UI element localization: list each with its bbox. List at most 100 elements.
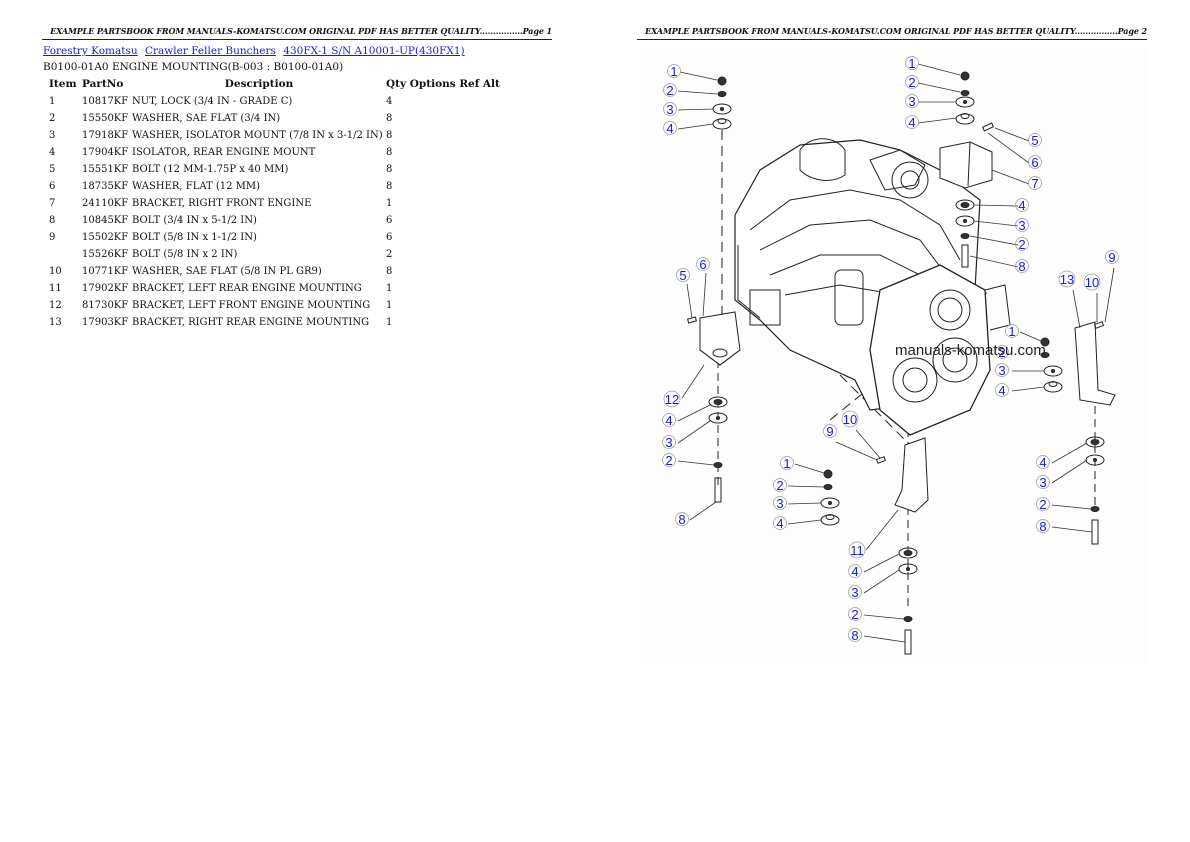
callout-circle-icon	[773, 478, 787, 492]
callout-circle-icon	[663, 121, 677, 135]
callout-circle-icon	[1028, 176, 1042, 190]
callout-circle-icon	[773, 516, 787, 530]
callout-label: 3	[998, 363, 1005, 378]
partno-cell: 18735KF	[82, 181, 129, 192]
partno-cell: 81730KF	[82, 300, 129, 311]
callout-number: 4	[1015, 198, 1029, 213]
callout-number: 8	[675, 512, 689, 527]
callout-number: 12	[663, 390, 681, 408]
callout-label: 4	[1018, 198, 1025, 213]
callout-number: 1	[667, 64, 681, 79]
description-cell: WASHER, ISOLATOR MOUNT (7/8 IN x 3-1/2 I…	[132, 130, 383, 141]
callout-circle-icon	[848, 541, 866, 559]
callout-circle-icon	[848, 564, 862, 578]
callout-number: 5	[676, 268, 690, 283]
callout-label: 2	[1039, 497, 1046, 512]
callout-label: 11	[850, 543, 864, 558]
callout-label: 10	[843, 412, 857, 427]
qty-cell: 8	[386, 266, 393, 277]
description-cell: WASHER, SAE FLAT (5/8 IN PL GR9)	[132, 266, 322, 277]
partno-cell: 10771KF	[82, 266, 129, 277]
callout-circle-icon	[1036, 497, 1050, 511]
callout-label: 1	[783, 456, 790, 471]
qty-cell: 8	[386, 130, 393, 141]
callout-number: 2	[1036, 497, 1050, 512]
item-cell: 12	[49, 300, 62, 311]
callout-label: 6	[1031, 155, 1038, 170]
partno-cell: 24110KF	[82, 198, 129, 209]
callout-label: 4	[665, 413, 672, 428]
callout-label: 4	[666, 121, 673, 136]
callout-number: 4	[662, 413, 676, 428]
qty-cell: 2	[386, 249, 393, 260]
description-cell: BOLT (5/8 IN x 1-1/2 IN)	[132, 232, 257, 243]
callout-number: 3	[848, 585, 862, 600]
callout-label: 13	[1060, 272, 1074, 287]
callout-circle-icon	[1058, 270, 1076, 288]
callout-circle-icon	[995, 345, 1009, 359]
callout-label: 2	[776, 478, 783, 493]
callout-label: 4	[998, 383, 1005, 398]
breadcrumb-link-model[interactable]: 430FX-1 S/N A10001-UP(430FX1)	[283, 45, 465, 57]
callout-label: 4	[851, 564, 858, 579]
item-cell: 9	[49, 232, 56, 243]
callout-circle-icon	[780, 456, 794, 470]
callout-label: 3	[1018, 218, 1025, 233]
partno-cell: 15526KF	[82, 249, 129, 260]
item-cell: 4	[49, 147, 56, 158]
callout-number: 10	[841, 410, 859, 428]
qty-cell: 4	[386, 96, 393, 107]
item-cell: 5	[49, 164, 56, 175]
item-cell: 7	[49, 198, 56, 209]
col-qty: Qty	[386, 78, 407, 90]
watermark-text: manuals-komatsu.com	[895, 342, 1046, 359]
callout-label: 7	[1031, 176, 1038, 191]
page-1: EXAMPLE PARTSBOOK FROM MANUALS-KOMATSU.C…	[42, 26, 552, 328]
callout-number: 1	[905, 56, 919, 71]
callout-label: 2	[851, 607, 858, 622]
callout-number: 6	[696, 257, 710, 272]
qty-cell: 8	[386, 113, 393, 124]
qty-cell: 8	[386, 147, 393, 158]
item-cell: 2	[49, 113, 56, 124]
callout-circle-icon	[848, 585, 862, 599]
callout-number: 2	[905, 75, 919, 90]
page-header: EXAMPLE PARTSBOOK FROM MANUALS-KOMATSU.C…	[637, 26, 1147, 40]
callout-number: 2	[1015, 237, 1029, 252]
breadcrumb-link-category[interactable]: Crawler Feller Bunchers	[144, 45, 276, 57]
col-partno: PartNo	[82, 78, 124, 90]
partno-cell: 17903KF	[82, 317, 129, 328]
callout-label: 3	[665, 435, 672, 450]
qty-cell: 6	[386, 232, 393, 243]
callout-circle-icon	[663, 102, 677, 116]
col-description: Description	[224, 78, 294, 90]
callout-number: 3	[905, 94, 919, 109]
callout-number: 3	[1015, 218, 1029, 233]
page-2: EXAMPLE PARTSBOOK FROM MANUALS-KOMATSU.C…	[595, 0, 1190, 842]
callout-number: 9	[1105, 250, 1119, 265]
partno-cell: 17902KF	[82, 283, 129, 294]
callout-circle-icon	[1028, 155, 1042, 169]
breadcrumb-link-brand[interactable]: Forestry Komatsu	[43, 45, 138, 57]
table-header-row: Item PartNo Description Qty Options Ref …	[45, 77, 500, 93]
callout-label: 3	[908, 94, 915, 109]
qty-cell: 8	[386, 164, 393, 175]
callout-circle-icon	[1036, 519, 1050, 533]
item-cell: 13	[49, 317, 62, 328]
callout-circle-icon	[905, 94, 919, 108]
callout-number: 4	[663, 121, 677, 136]
callout-label: 1	[1008, 324, 1015, 339]
partno-cell: 17904KF	[82, 147, 129, 158]
callout-circle-icon	[1015, 218, 1029, 232]
callout-circle-icon	[905, 115, 919, 129]
callout-label: 2	[665, 453, 672, 468]
